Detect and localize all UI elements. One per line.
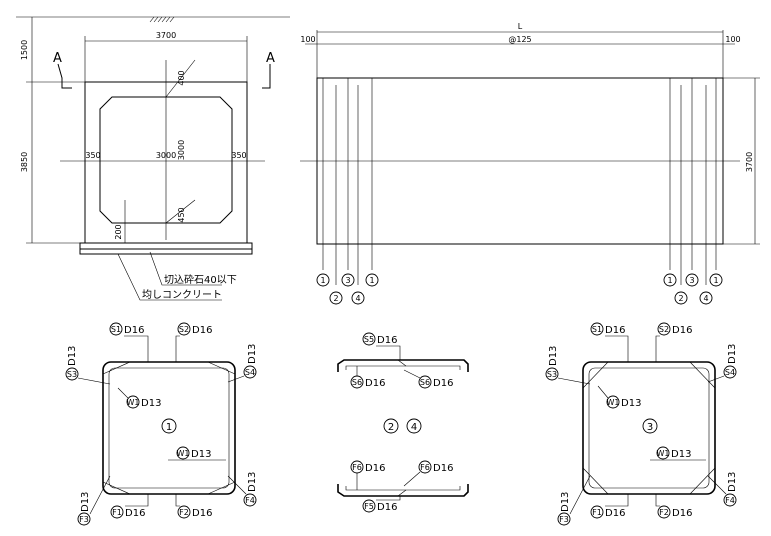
dim-haunch-bottom: 450 — [177, 207, 186, 222]
rebar-w1b-code: W1 — [657, 449, 670, 458]
rebar-f4-code: F4 — [725, 496, 735, 505]
rebar-1-center: 1 — [166, 422, 172, 433]
rebar-s1-code: S1 — [592, 325, 602, 334]
dim-pitch: @125 — [508, 35, 531, 44]
rebar-2-center: 2 — [388, 422, 394, 433]
marker-1: 1 — [320, 276, 325, 285]
dim-total-width: 3700 — [156, 31, 176, 40]
dim-inner-height: 3000 — [177, 140, 186, 160]
inner-opening — [99, 96, 233, 224]
marker-2: 2 — [333, 294, 338, 303]
marker-4: 4 — [703, 294, 708, 303]
base-gravel — [79, 242, 253, 250]
rebar-f6-code: F6 — [352, 463, 362, 472]
rebar-w1-code: W1 — [607, 398, 620, 407]
rebar-f6-size: D16 — [365, 463, 385, 474]
section-view: 1500 3850 3700 A A 350 3000 350 3000 400… — [16, 16, 290, 301]
rebar-w1b-size: D13 — [191, 449, 211, 460]
dim-right-wall: 350 — [231, 151, 246, 160]
rebar-f3-code: F3 — [559, 515, 569, 524]
rebar-s1-size: D16 — [605, 325, 625, 336]
section-mark-right: A — [266, 51, 275, 66]
rebar-f3-code: F3 — [79, 515, 89, 524]
rebar-s5-size: D16 — [377, 335, 397, 346]
rebar-s4-code: S4 — [725, 368, 735, 377]
rebar-s6-code: S6 — [352, 378, 362, 387]
rebar-w1-size: D13 — [141, 398, 161, 409]
dim-plan-height: 3700 — [745, 152, 754, 172]
marker-3: 3 — [689, 276, 694, 285]
rebar-f2-size: D16 — [672, 508, 692, 519]
rebar-f3-size: D13 — [80, 492, 91, 512]
rebar-f1-code: F1 — [112, 508, 122, 517]
callout-gravel: 切込砕石40以下 — [164, 274, 237, 286]
dim-end-right: 100 — [725, 35, 740, 44]
rebar-s1-code: S1 — [111, 325, 121, 334]
callout-leveling-concrete: 均しコンクリート — [142, 289, 222, 301]
rebar-s3-code: S3 — [67, 370, 77, 379]
marker-3: 3 — [345, 276, 350, 285]
marker-1: 1 — [713, 276, 718, 285]
marker-2: 2 — [678, 294, 683, 303]
ground-hatch — [149, 16, 175, 23]
rebar-f2-code: F2 — [659, 508, 669, 517]
rebar-f1-size: D16 — [125, 508, 145, 519]
marker-4: 4 — [355, 294, 360, 303]
marker-1: 1 — [667, 276, 672, 285]
rebar-detail-3: S1 D16 S2 D16 S3 D13 S4 D13 W1 D13 3 W1 … — [545, 322, 738, 526]
bar-markers-right: 1 3 1 2 4 — [663, 273, 723, 305]
rebar-detail-1: S1 D16 S2 D16 S3 D13 S4 D13 W1 D13 1 W1 … — [65, 322, 258, 526]
dim-base: 200 — [114, 224, 123, 239]
rebar-s1-size: D16 — [124, 325, 144, 336]
rebar-4-center: 4 — [411, 422, 417, 433]
dim-top-cover: 1500 — [20, 40, 29, 60]
rebar-s5-code: S5 — [364, 335, 374, 344]
rebar-s3-code: S3 — [547, 370, 557, 379]
rebar-s6b-size: D16 — [433, 378, 453, 389]
rebar-s2-code: S2 — [179, 325, 189, 334]
rebar-f2-code: F2 — [179, 508, 189, 517]
rebar-f6b-size: D16 — [433, 463, 453, 474]
rebar-s2-code: S2 — [659, 325, 669, 334]
rebar-f5-size: D16 — [377, 502, 397, 513]
rebar-f6b-code: F6 — [420, 463, 430, 472]
rebar-detail-2-4: S5 D16 S6 D16 S6 D16 2 4 F6 D16 F6 D16 F… — [337, 332, 469, 513]
plan-view: L 100 @125 100 3700 1 3 1 2 4 1 3 1 2 4 — [300, 22, 760, 305]
rebar-3-center: 3 — [647, 422, 653, 433]
rebar-w1-size: D13 — [621, 398, 641, 409]
rebar-w1b-code: W1 — [177, 449, 190, 458]
base-concrete — [79, 248, 253, 255]
rebar-s3-size: D13 — [548, 346, 559, 366]
bar-markers-left: 1 3 1 2 4 — [316, 273, 379, 305]
dim-length: L — [518, 22, 523, 31]
section-mark-left: A — [53, 51, 62, 66]
marker-1: 1 — [369, 276, 374, 285]
rebar-s6-size: D16 — [365, 378, 385, 389]
rebar-f4-size: D13 — [727, 472, 738, 492]
rebar-s4-size: D13 — [247, 344, 258, 364]
rebar-s4-size: D13 — [727, 344, 738, 364]
rebar-s6b-code: S6 — [420, 378, 430, 387]
rebar-w1-code: W1 — [127, 398, 140, 407]
rebar-s3-size: D13 — [67, 346, 78, 366]
dim-inner-width: 3000 — [156, 151, 176, 160]
rebar-f4-code: F4 — [245, 496, 255, 505]
rebar-w1b-size: D13 — [671, 449, 691, 460]
dim-haunch-top: 400 — [177, 70, 186, 85]
rebar-s2-size: D16 — [192, 325, 212, 336]
rebar-f1-code: F1 — [592, 508, 602, 517]
rebar-f2-size: D16 — [192, 508, 212, 519]
dim-end-left: 100 — [300, 35, 315, 44]
rebar-f1-size: D16 — [605, 508, 625, 519]
rebar-f4-size: D13 — [247, 472, 258, 492]
rebar-s2-size: D16 — [672, 325, 692, 336]
rebar-f5-code: F5 — [364, 502, 374, 511]
rebar-s4-code: S4 — [245, 368, 255, 377]
dim-left-wall: 350 — [85, 151, 100, 160]
rebar-f3-size: D13 — [560, 492, 571, 512]
dim-height: 3850 — [20, 152, 29, 172]
